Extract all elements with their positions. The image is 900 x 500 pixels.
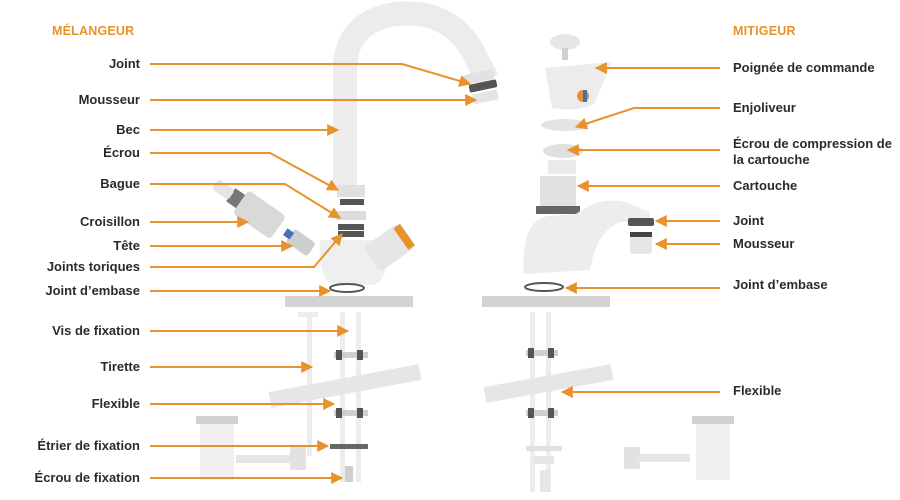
label-joint-right: Joint	[733, 213, 765, 228]
label-poignee-commande: Poignée de commande	[733, 60, 875, 75]
label-mousseur-left: Mousseur	[78, 92, 140, 107]
label-bague: Bague	[100, 176, 140, 191]
label-vis-fixation: Vis de fixation	[52, 323, 140, 338]
label-joints-toriques: Joints toriques	[46, 259, 140, 274]
label-tirette: Tirette	[100, 359, 141, 374]
label-croisillon: Croisillon	[80, 214, 140, 229]
leader-ecrou	[150, 152, 340, 191]
leader-bague	[150, 183, 342, 219]
label-cartouche: Cartouche	[733, 178, 798, 193]
label-mousseur-right: Mousseur	[733, 236, 795, 251]
heading-mitigeur: MITIGEUR	[733, 24, 796, 38]
label-tete: Tête	[113, 238, 140, 253]
label-ecrou-compression: Écrou de compression de la cartouche	[733, 136, 892, 167]
label-ecrou: Écrou	[103, 145, 140, 160]
right-leader-lines	[560, 62, 720, 398]
label-enjoliveur: Enjoliveur	[733, 100, 796, 115]
mitigeur-drawing	[482, 34, 734, 492]
leader-joint-left	[150, 63, 472, 87]
leader-enjoliveur	[574, 107, 720, 130]
label-etrier-fixation: Étrier de fixation	[37, 438, 140, 453]
heading-melangeur: MÉLANGEUR	[52, 24, 135, 38]
leader-joints-toriques	[150, 233, 343, 268]
label-ecrou-fixation: Écrou de fixation	[34, 470, 140, 485]
label-joint-left: Joint	[108, 56, 140, 71]
label-joint-embase-left: Joint d’embase	[45, 283, 140, 298]
label-flexible-left: Flexible	[91, 396, 140, 411]
label-flexible-right: Flexible	[733, 383, 782, 398]
left-leader-lines	[150, 63, 478, 484]
melangeur-drawing	[196, 1, 499, 482]
label-joint-embase-right: Joint d’embase	[733, 277, 828, 292]
label-bec: Bec	[116, 122, 140, 137]
